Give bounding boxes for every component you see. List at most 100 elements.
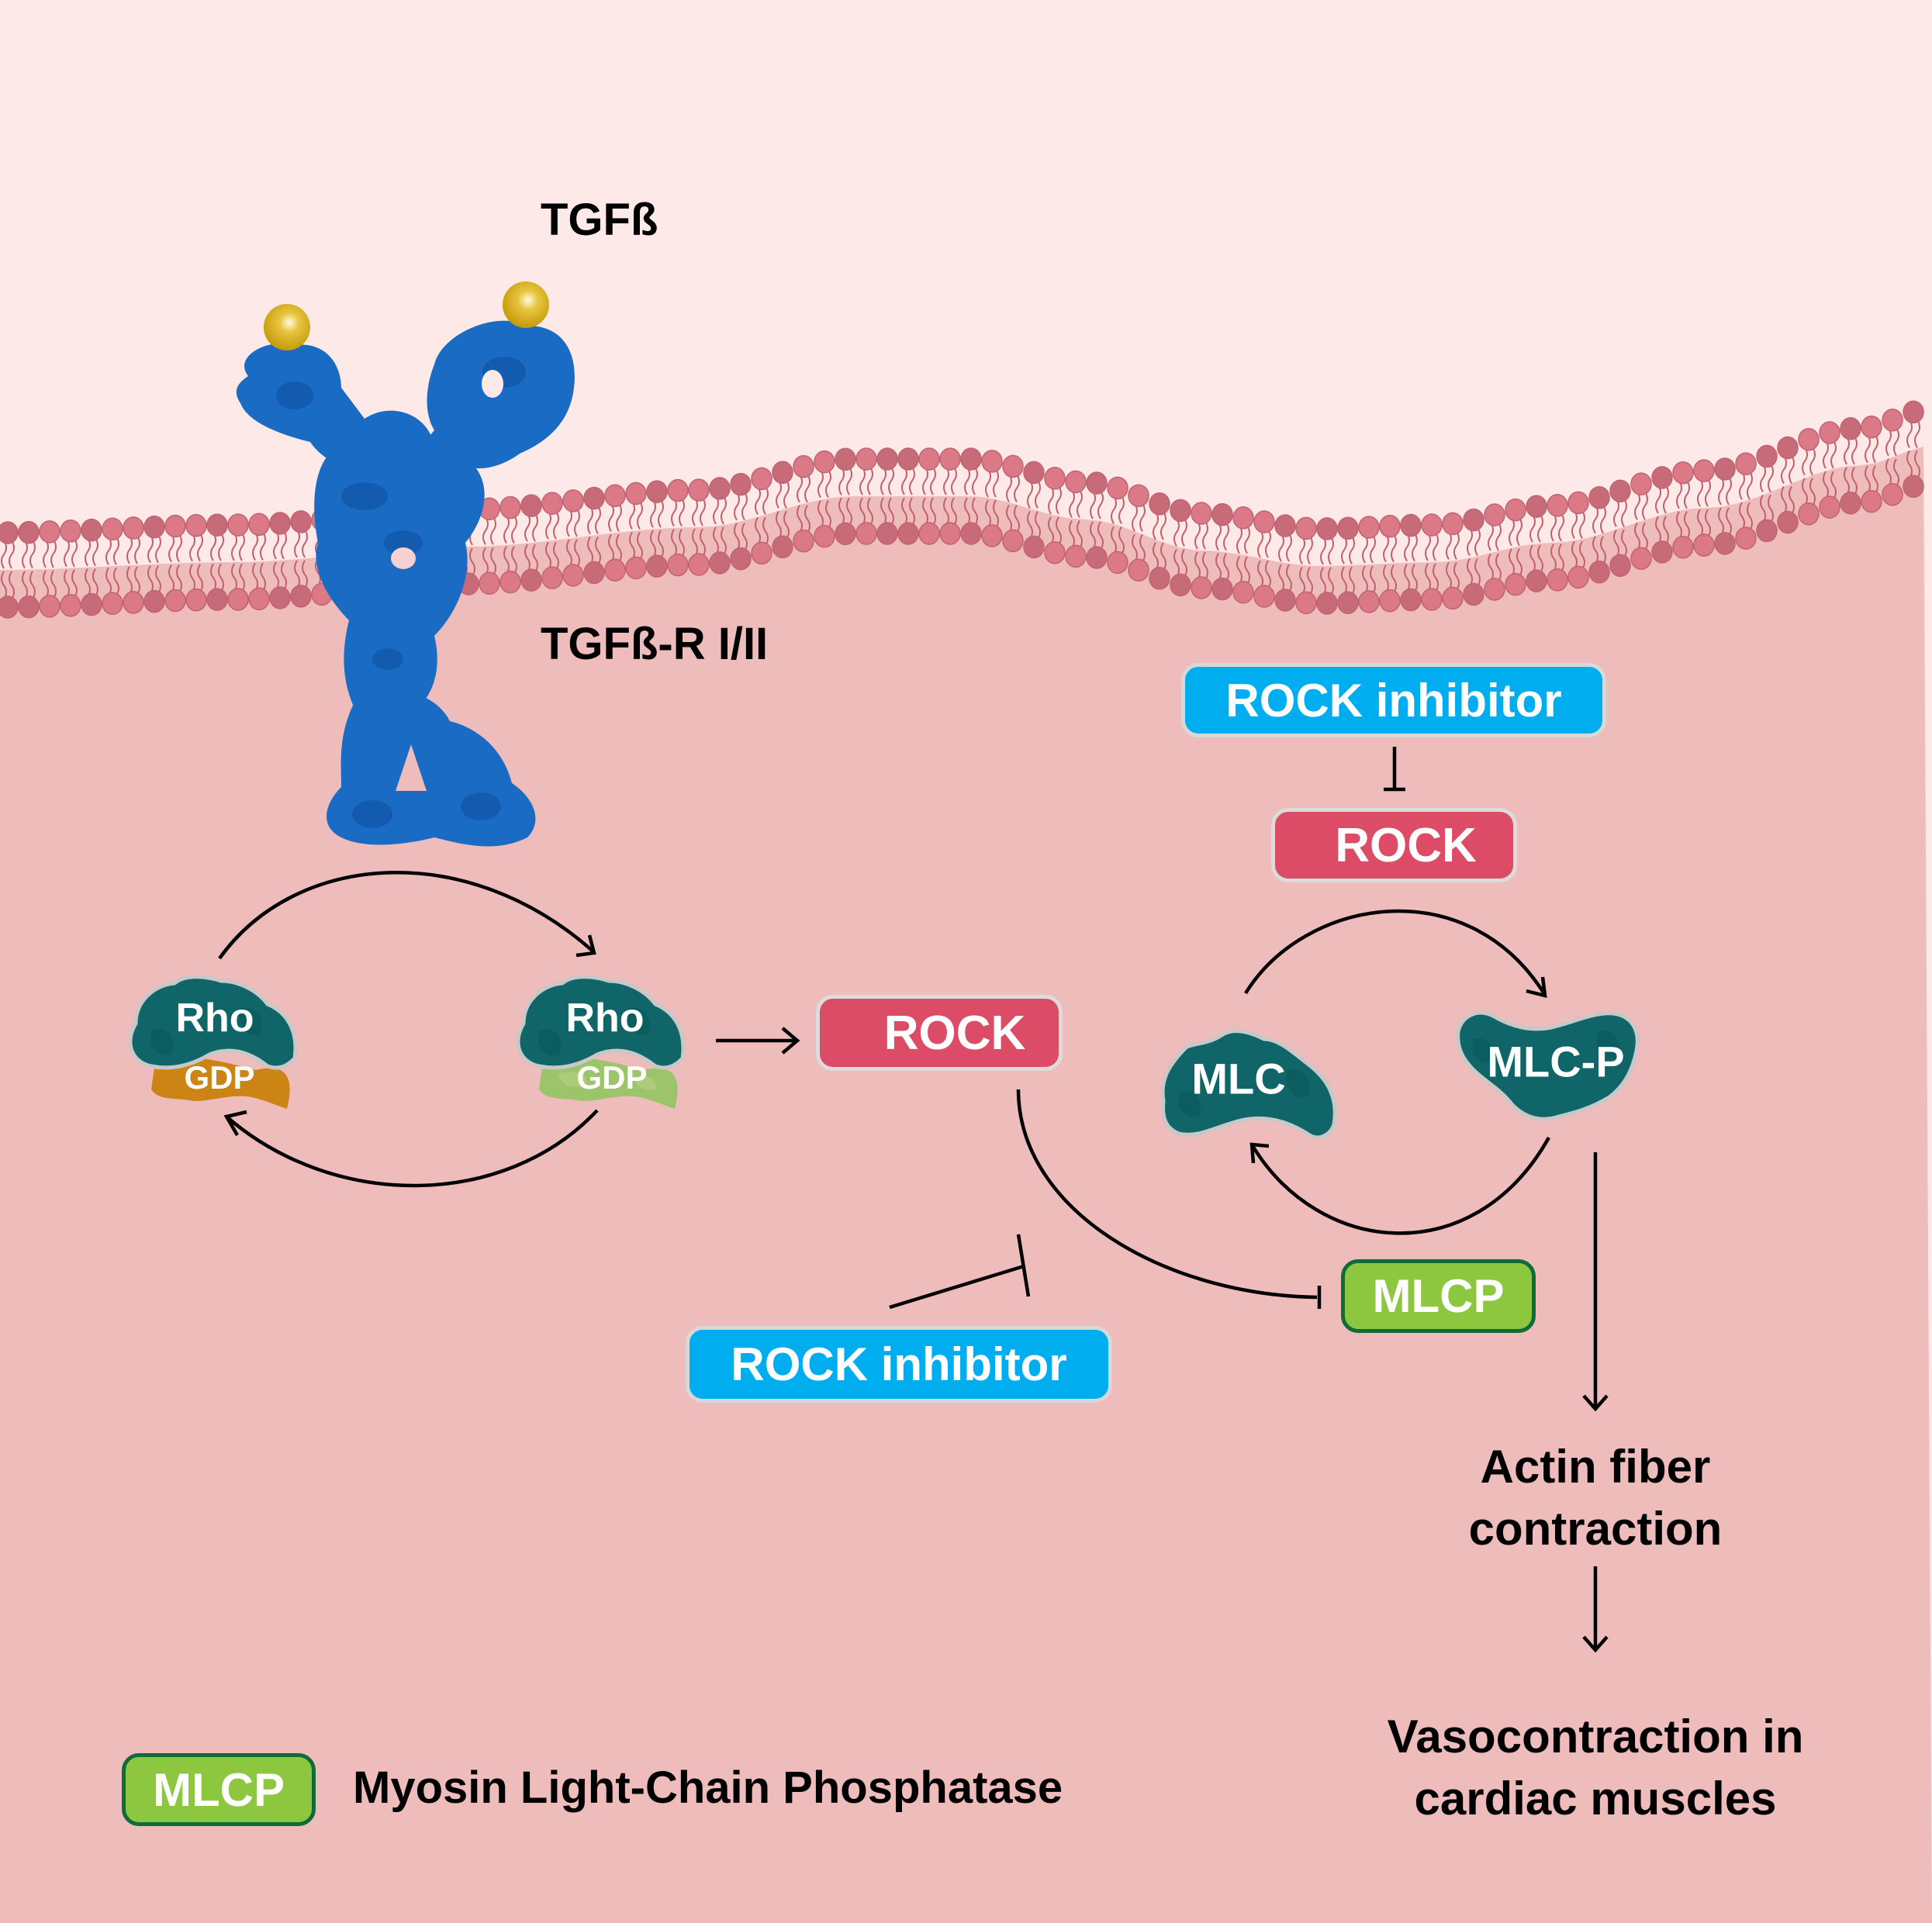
- lipid-tail: [1718, 507, 1724, 537]
- lipid-tail: [281, 561, 287, 591]
- lipid-tail: [105, 567, 112, 596]
- lipid-head: [667, 478, 689, 502]
- lipid-head: [1861, 489, 1882, 513]
- lipid-head: [1442, 512, 1464, 536]
- lipid-head: [772, 461, 793, 485]
- lipid-tail: [1446, 530, 1452, 560]
- lipid-tail: [1906, 450, 1913, 479]
- lipid-tail: [1404, 533, 1410, 562]
- lipid-tail: [1006, 473, 1012, 502]
- lipid-tail: [1509, 517, 1515, 547]
- lipid-tail: [71, 538, 78, 568]
- lipid-tail: [1579, 540, 1585, 570]
- lipid-tail: [503, 515, 510, 544]
- gdp-inactive-label: GDP: [184, 1059, 255, 1096]
- lipid-tail: [1111, 526, 1117, 555]
- lipid-tail: [1705, 509, 1711, 538]
- lipid-tail: [880, 497, 887, 526]
- lipid-head: [102, 592, 123, 615]
- rock-top-box: ROCK: [1271, 808, 1517, 882]
- lipid-tail: [1453, 561, 1460, 591]
- lipid-tail: [1425, 563, 1431, 592]
- lipid-tail: [1537, 513, 1543, 543]
- lipid-tail: [294, 529, 300, 558]
- lipid-head: [688, 553, 710, 576]
- lipid-tail: [1118, 495, 1125, 524]
- lipid-head: [1253, 510, 1275, 533]
- lipid-head: [1547, 568, 1568, 592]
- lipid-tail: [1823, 440, 1829, 469]
- lipid-tail: [1789, 485, 1795, 515]
- lipid-tail: [1, 540, 7, 569]
- lipid-head: [479, 571, 500, 596]
- lipid-tail: [804, 474, 810, 503]
- lipid-tail: [888, 497, 894, 526]
- lipid-tail: [1194, 520, 1201, 550]
- lipid-head: [1714, 457, 1736, 481]
- lipid-tail: [1739, 502, 1745, 531]
- lipid-tail: [867, 497, 873, 526]
- lipid-head: [1274, 514, 1296, 537]
- lipid-tail: [1077, 489, 1083, 518]
- lipid-tail: [1035, 510, 1041, 540]
- lipid-head: [269, 512, 291, 535]
- gdp-active-label: GDP: [576, 1059, 648, 1096]
- lipid-tail: [1236, 556, 1242, 585]
- lipid-head: [1630, 547, 1652, 570]
- lipid-tail: [1328, 536, 1334, 565]
- lipid-head: [1191, 576, 1212, 599]
- lipid-head: [1693, 459, 1715, 482]
- lipid-tail: [168, 564, 175, 594]
- lipid-head: [1253, 585, 1275, 608]
- lipid-tail: [126, 535, 133, 564]
- lipid-tail: [1467, 527, 1473, 557]
- lipid-tail: [1069, 520, 1075, 549]
- lipid-head: [185, 588, 207, 612]
- lipid-tail: [105, 536, 112, 565]
- lipid-tail: [43, 539, 49, 568]
- lipid-head: [1128, 558, 1149, 582]
- lipid-tail: [608, 502, 614, 532]
- lipid-tail: [1550, 544, 1557, 573]
- lipid-tail: [231, 532, 237, 561]
- lipid-head: [1232, 580, 1254, 604]
- lipid-tail: [1697, 509, 1703, 538]
- lipid-tail: [1153, 511, 1159, 540]
- lipid-tail: [671, 529, 677, 558]
- lipid-tail: [1684, 511, 1690, 540]
- lipid-tail: [9, 571, 15, 600]
- lipid-tail: [679, 498, 685, 527]
- lipid-head: [1819, 421, 1840, 444]
- lipid-head: [1777, 436, 1799, 460]
- lipid-head: [1903, 400, 1924, 424]
- lipid-head: [1547, 494, 1568, 517]
- lipid-tail: [1634, 491, 1640, 520]
- lipid-head: [1630, 472, 1652, 495]
- lipid-tail: [1634, 522, 1640, 551]
- lipid-tail: [1236, 525, 1242, 554]
- lipid-tail: [629, 500, 635, 530]
- lipid-tail: [1823, 471, 1829, 500]
- lipid-tail: [1090, 521, 1096, 551]
- lipid-head: [1735, 526, 1757, 550]
- lipid-head: [855, 522, 877, 545]
- lipid-tail: [1244, 556, 1250, 585]
- lipid-tail: [637, 500, 643, 530]
- lipid-head: [981, 450, 1003, 473]
- lipid-tail: [566, 508, 572, 537]
- lipid-tail: [1, 571, 7, 600]
- lipid-head: [1232, 506, 1254, 530]
- lipid-tail: [1893, 427, 1899, 457]
- lipid-tail: [126, 566, 133, 596]
- rock-inhibits-mlcp-curve: [1016, 1089, 1318, 1300]
- lipid-head: [646, 480, 668, 503]
- lipid-tail: [1760, 463, 1766, 492]
- lipid-tail: [574, 508, 580, 537]
- lipid-tail: [218, 532, 224, 561]
- lipid-head: [1086, 546, 1108, 569]
- lipid-tail: [817, 500, 824, 530]
- legend-definition: Myosin Light-Chain Phosphatase: [353, 1762, 1063, 1813]
- lipid-tail: [1286, 564, 1292, 593]
- actin-contraction-line2: contraction: [1468, 1503, 1723, 1555]
- rho-activation-arrowhead: [575, 934, 596, 958]
